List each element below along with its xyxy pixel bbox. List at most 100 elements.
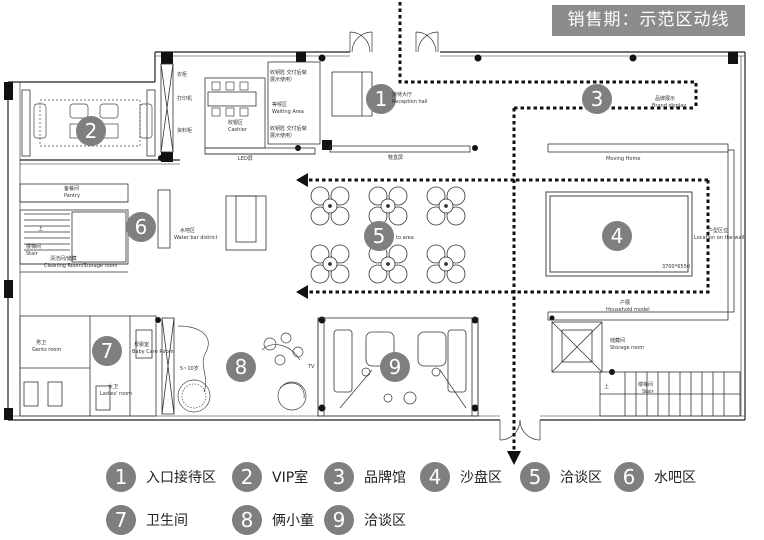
legend-marker-4: 4 — [420, 462, 450, 492]
label-waterbar: 水吧区 — [180, 228, 196, 234]
label-mens-en: Gents room — [32, 347, 62, 353]
table-set — [426, 186, 466, 226]
table-center — [386, 204, 390, 208]
table-set — [368, 186, 408, 226]
legend-marker-1: 1 — [106, 462, 136, 492]
label-waterbar-en: Water bar district — [174, 235, 218, 241]
chair — [426, 244, 446, 264]
zone-marker-2: 2 — [76, 116, 106, 146]
legend-item-4: 4 沙盘区 — [420, 462, 502, 492]
legend-marker-5: 5 — [520, 462, 550, 492]
legend-marker-9: 9 — [324, 505, 354, 535]
chair — [330, 244, 350, 264]
legend-marker-2: 2 — [232, 462, 262, 492]
sand-table — [545, 191, 693, 277]
label-printer: 打印机 — [177, 96, 193, 102]
table-center — [386, 262, 390, 266]
legend-marker-7: 7 — [106, 505, 136, 535]
zone-marker-6: 6 — [126, 212, 156, 242]
legend-label-8: 俩小童 — [272, 513, 314, 529]
chair — [388, 264, 408, 284]
label-mens: 男卫 — [36, 340, 47, 346]
chair — [446, 264, 466, 284]
chair — [330, 206, 350, 226]
label-up: 上 — [38, 226, 44, 232]
label-waiting: 等候区 — [272, 102, 288, 108]
legend-item-9: 9 洽谈区 — [324, 505, 406, 535]
label-pantry-en: Pantry — [64, 193, 80, 199]
chair — [310, 186, 330, 206]
legend-label-3: 品牌馆 — [364, 470, 406, 486]
label-cashier-en: Cashier — [228, 127, 247, 133]
legend-item-3: 3 品牌馆 — [324, 462, 406, 492]
label-moving: Moving Home — [606, 156, 641, 162]
chair — [368, 264, 388, 284]
chair — [446, 186, 466, 206]
label-household-en: Household model — [606, 307, 650, 313]
label-reception-en: Reception hall — [392, 99, 428, 105]
chair — [368, 186, 388, 206]
label-note2b: 展示使用） — [270, 133, 296, 139]
label-storage-en: Storage room — [610, 345, 645, 351]
chair — [330, 264, 350, 284]
legend-item-5: 5 洽谈区 — [520, 462, 602, 492]
table-center — [444, 262, 448, 266]
legend-marker-6: 6 — [614, 462, 644, 492]
label-nego-en: to area — [396, 235, 414, 241]
label-note1b: 展示使用） — [270, 77, 296, 83]
zone-marker-1: 1 — [366, 84, 396, 114]
columns — [4, 52, 738, 420]
zone-marker-5: 5 — [364, 221, 394, 251]
legend-label-4: 沙盘区 — [460, 470, 502, 486]
legend-item-8: 8 俩小童 — [232, 505, 314, 535]
cashier-chairs — [211, 81, 249, 117]
label-clothes: 衣柜 — [177, 72, 188, 78]
table-set — [368, 244, 408, 284]
table-set — [310, 186, 350, 226]
label-sandtable-size: 3700*6550 — [662, 264, 690, 270]
lounge-details — [339, 367, 467, 409]
partitions — [19, 61, 741, 417]
chair — [310, 244, 330, 264]
path-arrows — [296, 173, 521, 465]
table-center — [444, 204, 448, 208]
chair — [446, 244, 466, 264]
label-material: 资料柜 — [177, 128, 193, 134]
label-cleaning: 清洁间/储藏 — [50, 256, 77, 262]
zone-marker-7: 7 — [92, 336, 122, 366]
label-brand: 品牌展示 — [655, 96, 676, 102]
chair — [426, 264, 446, 284]
legend-label-1: 入口接待区 — [146, 470, 216, 486]
walls — [7, 51, 746, 421]
label-reception: 接待大厅 — [392, 92, 413, 98]
table-center — [328, 262, 332, 266]
label-model-screen: 鞋盒屏 — [388, 155, 404, 161]
label-tv: TV — [308, 364, 315, 370]
label-ladies-en: Ladies' room — [100, 391, 132, 397]
label-ladies: 女卫 — [108, 384, 119, 390]
chair — [388, 186, 408, 206]
negotiation-tables — [310, 186, 466, 284]
chair — [310, 264, 330, 284]
label-led: LED屏 — [238, 156, 253, 162]
table-set — [310, 244, 350, 284]
chair — [446, 206, 466, 226]
legend-label-2: VIP室 — [272, 470, 309, 486]
legend-label-5: 洽谈区 — [560, 470, 602, 486]
chair — [310, 206, 330, 226]
label-cleaning-en: Cleaning Room/Storage room — [44, 263, 118, 269]
chair — [388, 244, 408, 264]
label-household: 户展 — [620, 300, 631, 306]
entrance-doors — [349, 31, 541, 441]
label-waiting-en: Waiting Area — [272, 109, 304, 115]
table-set — [426, 244, 466, 284]
label-location-wall: 户型区位 — [708, 228, 729, 234]
label-stair2: 楼梯间 — [638, 382, 654, 388]
zone-marker-4: 4 — [602, 221, 632, 251]
chair — [330, 186, 350, 206]
label-up2: 上 — [604, 384, 610, 390]
zone-marker-8: 8 — [226, 352, 256, 382]
legend-label-7: 卫生间 — [146, 513, 188, 529]
table-center — [328, 204, 332, 208]
kids-play — [177, 325, 307, 413]
